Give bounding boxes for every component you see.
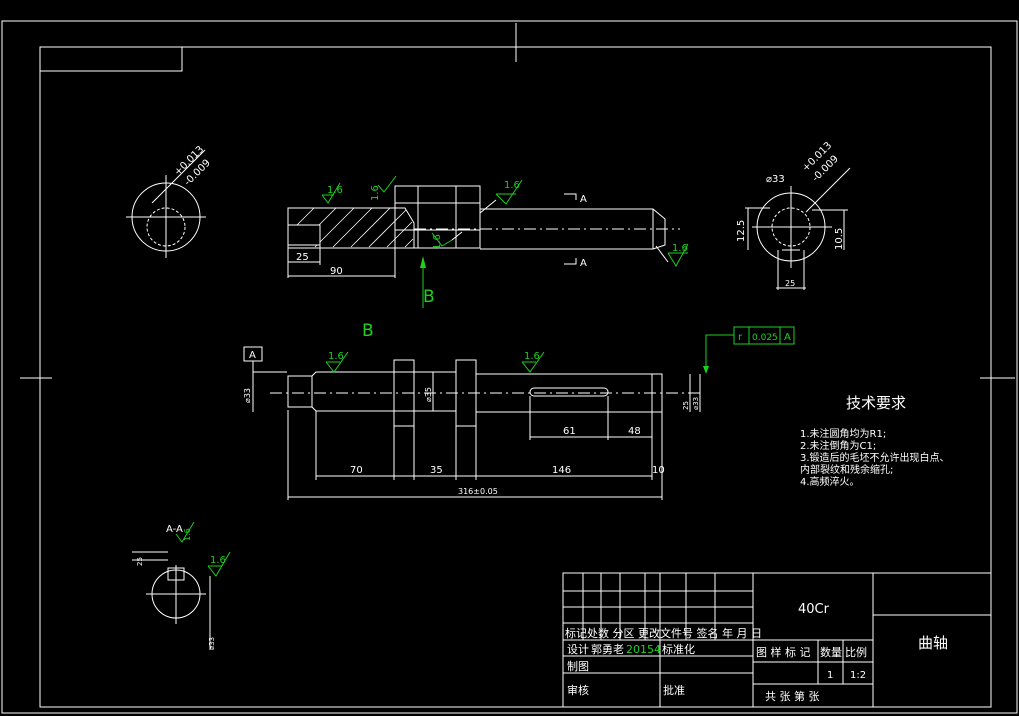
- stage-header: 图 样 标 记: [756, 645, 811, 659]
- dim-48: 48: [628, 426, 641, 437]
- tech-heading: 技术要求: [846, 394, 906, 412]
- tech-item-5: 4.高频淬火。: [800, 475, 860, 488]
- scale-value: 1:2: [850, 670, 866, 681]
- main-shaft-view: A ⌀33 ⌀35 25 ⌀33 r 0.025 A: [243, 326, 795, 500]
- tech-item-3: 3.锻造后的毛坯不允许出现白点、: [800, 451, 950, 464]
- dim-right-25: 25: [785, 279, 795, 288]
- dim-overall: 316±0.05: [458, 487, 498, 496]
- dim-146: 146: [552, 465, 571, 476]
- left-section-circle: +0.013 -0.009: [126, 144, 213, 258]
- dim-35: 35: [430, 465, 443, 476]
- roughness-main-1: 1.6: [328, 351, 344, 362]
- view-label-b: B: [362, 321, 374, 341]
- aa-dim-1: 25: [136, 557, 144, 566]
- date-value: 20154: [626, 643, 661, 656]
- scale-label: 比例: [845, 645, 867, 659]
- dim-10: 10: [652, 465, 665, 476]
- approve-label: 批准: [663, 683, 685, 697]
- view-label-b-arrow: B: [423, 287, 435, 307]
- dim-12-5: 12.5: [736, 220, 747, 242]
- quantity-value: 1: [827, 670, 833, 681]
- aa-dim-2: ⌀33: [208, 637, 216, 650]
- tolerance-datum: A: [784, 332, 791, 343]
- dim-61: 61: [563, 426, 576, 437]
- roughness-aa-2: 1.6: [210, 555, 226, 566]
- roughness-top-5: 1.6: [672, 243, 688, 254]
- tech-item-4: 内部裂纹和残余缩孔;: [800, 463, 893, 476]
- roughness-top-2: 1.6: [370, 185, 381, 201]
- rev-header-text: 标记处数 分区 更改文件号 签名 年 月 日: [565, 626, 762, 640]
- right-dia-1: 25: [682, 401, 690, 410]
- dim-70: 70: [350, 465, 363, 476]
- review-label: 审核: [567, 683, 589, 697]
- roughness-aa-1: 1.6: [183, 528, 192, 541]
- dia-35-main: ⌀35: [424, 387, 433, 402]
- designer-name: 郭勇老: [591, 643, 624, 656]
- title-block: 40Cr 曲轴 标记处数 分区 更改文件号 签名 年 月 日 设计 郭勇老 20…: [562, 572, 992, 708]
- standardization-label: 标准化: [662, 642, 695, 656]
- material-text: 40Cr: [798, 602, 830, 617]
- dia-33-main: ⌀33: [243, 388, 252, 403]
- sheet-text: 共 张 第 张: [765, 689, 820, 703]
- roughness-top-4: 1.6: [432, 234, 443, 250]
- roughness-main-2: 1.6: [524, 351, 540, 362]
- section-mark-top: A: [580, 194, 587, 205]
- top-shaft-view: A A 25 90 B 1.6 1.6 1.6 1.6 1.6: [287, 175, 689, 308]
- section-a-a: A-A 1.6 1.6 25 ⌀33: [132, 521, 231, 650]
- tech-item-1: 1.未注圆角均为R1;: [800, 427, 886, 440]
- dim-10-5: 10.5: [834, 228, 845, 250]
- roughness-top-3: 1.6: [504, 180, 520, 191]
- tech-item-2: 2.未注倒角为C1;: [800, 439, 876, 452]
- dia-33-right: ⌀33: [766, 174, 785, 185]
- section-label-aa: A-A: [166, 524, 183, 535]
- quantity-label: 数量: [820, 646, 842, 659]
- designer-label: 设计: [567, 643, 589, 656]
- drawing-frame: [1, 20, 1018, 714]
- roughness-top-1: 1.6: [327, 185, 343, 196]
- tolerance-value: 0.025: [752, 333, 778, 343]
- tech-requirements: 技术要求 1.未注圆角均为R1; 2.未注倒角为C1; 3.锻造后的毛坯不允许出…: [800, 394, 950, 488]
- right-section-circle: ⌀33 +0.013 -0.009 12.5 10.5 25: [736, 140, 851, 290]
- right-dia-2: ⌀33: [692, 397, 700, 410]
- tolerance-symbol: r: [738, 332, 743, 343]
- dim-top-25: 25: [296, 252, 309, 263]
- drawn-label: 制图: [567, 660, 589, 673]
- dim-top-90: 90: [330, 266, 343, 277]
- datum-a-box: A: [249, 350, 256, 361]
- part-name-text: 曲轴: [918, 634, 948, 652]
- section-mark-bottom: A: [580, 258, 587, 269]
